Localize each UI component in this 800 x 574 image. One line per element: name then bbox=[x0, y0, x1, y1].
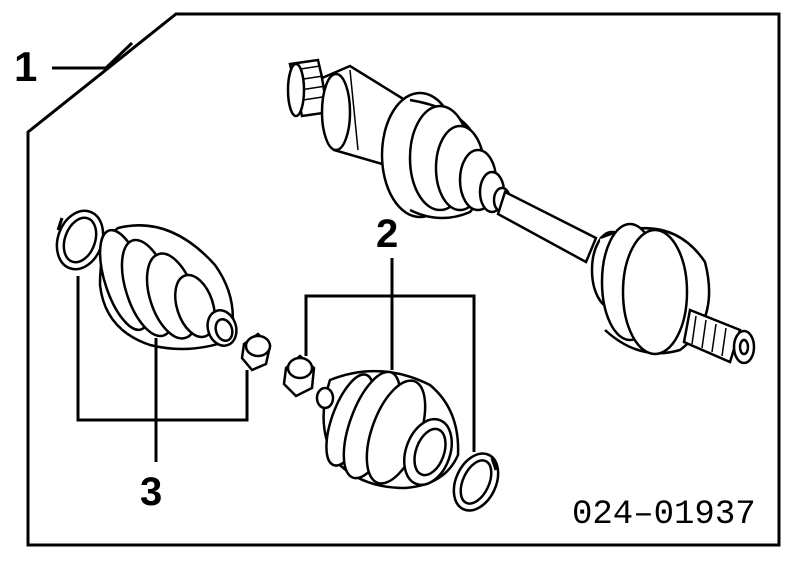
callout-1-leader bbox=[52, 41, 134, 70]
drive-shaft-assembly bbox=[286, 58, 756, 365]
boot-kit-2 bbox=[282, 354, 500, 512]
callout-2-label: 2 bbox=[376, 212, 399, 256]
outer-boot bbox=[590, 222, 711, 356]
boot-kit-3 bbox=[55, 209, 272, 372]
inner-boot bbox=[380, 91, 512, 220]
callout-1-label: 1 bbox=[14, 43, 38, 90]
callout-3-label: 3 bbox=[140, 470, 163, 514]
callout-3-bracket bbox=[76, 276, 249, 462]
outer-spline-stub bbox=[682, 308, 756, 365]
callout-2-bracket bbox=[304, 258, 476, 452]
small-clamp-3 bbox=[240, 332, 272, 372]
boot-2 bbox=[315, 369, 460, 490]
large-clamp-2 bbox=[452, 452, 500, 512]
axle-shaft bbox=[496, 190, 598, 264]
small-clamp-2 bbox=[282, 354, 316, 398]
diagram-part-number: 024–01937 bbox=[572, 496, 756, 534]
boot-3 bbox=[98, 224, 238, 351]
diagram-frame bbox=[26, 12, 781, 547]
